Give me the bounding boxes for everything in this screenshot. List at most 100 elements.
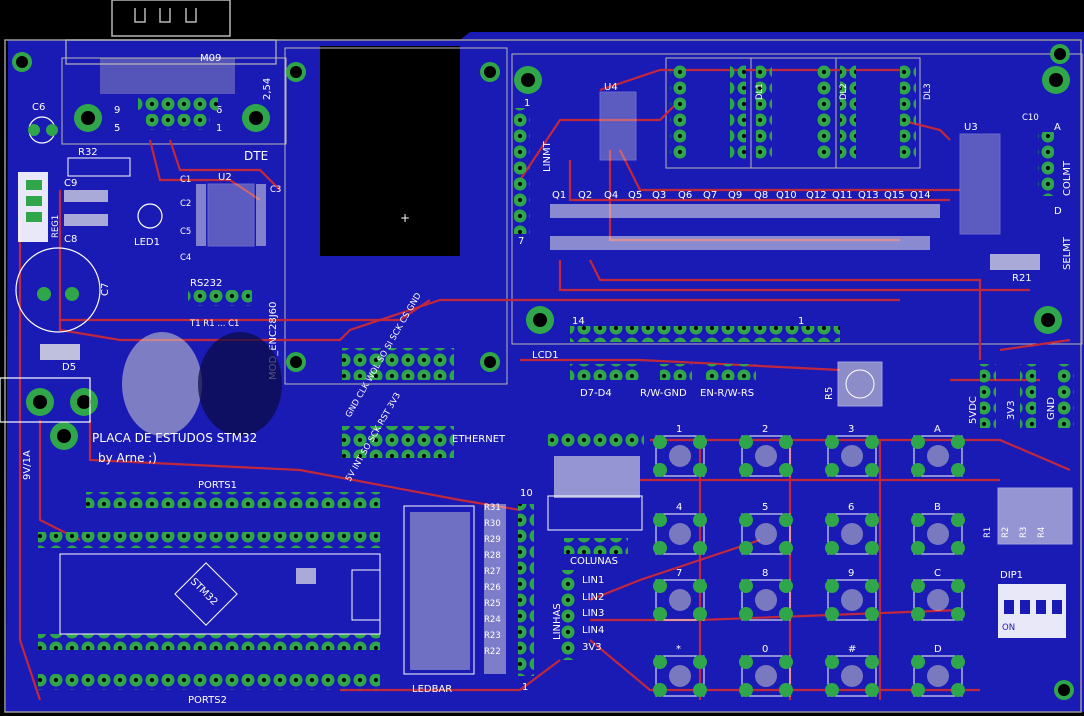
label-r25: R25	[484, 599, 501, 609]
lcd-header	[570, 326, 883, 407]
label-r21: R21	[1012, 273, 1032, 284]
label-r3: R3	[1019, 527, 1029, 538]
label-led1: LED1	[134, 237, 160, 248]
label-r32: R32	[78, 147, 98, 158]
board-outline	[4, 39, 1082, 713]
label-ports1: PORTS1	[198, 480, 237, 491]
label-c2: C2	[180, 199, 191, 209]
label-r28: R28	[484, 551, 501, 561]
label-colunas: COLUNAS	[570, 556, 618, 567]
label-q12: Q12	[806, 190, 827, 201]
keypad-button: 5	[739, 502, 793, 555]
label-q15: Q15	[884, 190, 905, 201]
label-rs232: RS232	[190, 278, 222, 289]
label-power: 9V/1A	[22, 450, 33, 480]
keypad-button: 0	[739, 644, 793, 697]
label-d7d4: D7-D4	[580, 388, 612, 399]
keypad-button: 9	[825, 568, 879, 621]
label-q8: Q8	[754, 190, 768, 201]
label-eth: ETHERNET	[452, 434, 506, 445]
label-q7: Q7	[703, 190, 717, 201]
label-pin5: 5	[114, 123, 120, 134]
u2-chip	[188, 183, 266, 306]
keypad-button-label: 1	[676, 424, 682, 435]
keypad-button: B	[911, 502, 965, 555]
label-c1: C1	[180, 175, 191, 185]
db9-connector	[61, 0, 287, 145]
keypad-button: 3	[825, 424, 879, 477]
keypad-button-label: #	[848, 644, 856, 655]
keypad-button-label: 7	[676, 568, 682, 579]
keepout-area	[320, 46, 460, 256]
label-q4: Q4	[604, 190, 618, 201]
keypad-button-label: 0	[762, 644, 768, 655]
label-r24: R24	[484, 615, 501, 625]
label-3v3: 3V3	[1006, 400, 1017, 420]
label-lin1: LIN1	[582, 575, 604, 586]
label-lcd-1: 1	[798, 316, 804, 327]
db9-pads	[138, 96, 218, 130]
keypad-button-label: D	[934, 644, 942, 655]
module-enc-outline	[284, 47, 508, 385]
keypad-button-label: C	[934, 568, 941, 579]
label-c8: C8	[64, 234, 77, 245]
svg-text:+: +	[400, 211, 410, 225]
label-dl1: DL1	[755, 83, 765, 100]
label-linhas: LINHAS	[552, 603, 563, 640]
keypad-button-label: A	[934, 424, 941, 435]
label-c4: C4	[180, 253, 191, 263]
keypad-button: 7	[653, 568, 707, 621]
label-3v3b: 3V3	[582, 642, 602, 653]
label-enrwrs: EN-R/W-RS	[700, 388, 754, 399]
keypad-button: C	[911, 568, 965, 621]
label-dl2: DL2	[839, 83, 849, 100]
keypad-headers	[547, 432, 644, 660]
keypad-button-label: 3	[848, 424, 854, 435]
lcd-module-outline	[511, 53, 1083, 345]
keypad-button: 4	[653, 502, 707, 555]
label-c3: C3	[270, 185, 281, 195]
label-pin9: 9	[114, 105, 120, 116]
label-ledbar: LEDBAR	[412, 684, 452, 695]
title-line1: PLACA DE ESTUDOS STM32	[92, 431, 257, 445]
label-gnd: GND	[1046, 397, 1057, 420]
label-u2: U2	[218, 172, 232, 183]
label-d5: D5	[62, 362, 76, 373]
label-reg1: REG1	[51, 215, 61, 238]
label-mod: MOD_ENC28J60	[268, 302, 279, 380]
keypad-button: *	[653, 644, 707, 697]
label-r23: R23	[484, 631, 501, 641]
keypad-button: A	[911, 424, 965, 477]
label-r4: R4	[1037, 527, 1047, 538]
label-u4: U4	[604, 82, 618, 93]
label-ports2: PORTS2	[188, 695, 227, 706]
keypad-button-label: 4	[676, 502, 682, 513]
label-dte: DTE	[244, 149, 268, 163]
power-headers	[980, 364, 1074, 638]
lcd-drivers	[514, 64, 1054, 270]
label-m09: M09	[200, 53, 221, 64]
label-lcd1: LCD1	[532, 350, 559, 361]
label-q5: Q5	[628, 190, 642, 201]
label-r5: R5	[824, 387, 835, 400]
label-ten: 10	[520, 488, 533, 499]
label-dl3: DL3	[923, 83, 933, 100]
silkscreen-portrait	[122, 332, 282, 436]
label-pin-one: 1	[524, 98, 530, 109]
label-r30: R30	[484, 519, 501, 529]
power-section	[0, 116, 163, 423]
label-r1: R1	[983, 527, 993, 538]
keypad-button: 2	[739, 424, 793, 477]
label-u3: U3	[964, 122, 978, 133]
label-col-d: D	[1054, 206, 1062, 217]
label-c7: C7	[100, 283, 111, 296]
label-col-a: A	[1054, 122, 1061, 133]
ethernet-header	[342, 348, 454, 458]
label-q1: Q1	[552, 190, 566, 201]
label-q3: Q3	[652, 190, 666, 201]
label-rwgnd: R/W-GND	[640, 388, 687, 399]
label-colmt: COLMT	[1062, 160, 1073, 196]
label-lin3: LIN3	[582, 608, 604, 619]
label-pin-seven: 7	[518, 236, 524, 247]
